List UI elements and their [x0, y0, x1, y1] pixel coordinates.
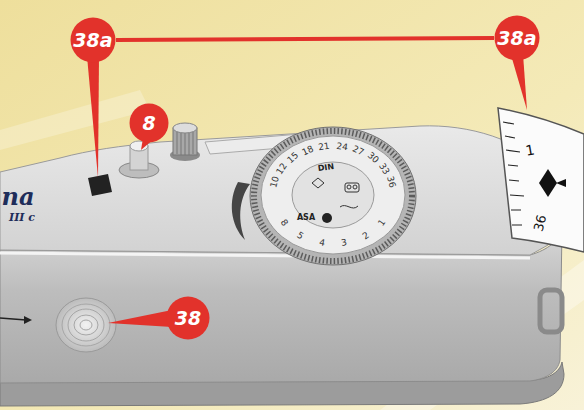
callout-pin [87, 56, 99, 178]
dial-icon [345, 183, 359, 192]
dial-icon [347, 185, 351, 189]
callout-circle: 38a [494, 15, 540, 61]
dial-knurl [254, 131, 412, 261]
callout-number: 38a [497, 27, 536, 49]
dial-center [292, 162, 374, 228]
dial-dot [322, 213, 332, 223]
callout-number: 8 [142, 112, 155, 134]
dial-icon [340, 206, 358, 208]
dial-text: ASA [297, 214, 315, 222]
knob-knurl [177, 130, 193, 155]
scale-index [539, 169, 557, 197]
callout-pin [511, 54, 527, 110]
window [88, 174, 112, 196]
release-ring [74, 315, 98, 335]
model-name: na [2, 185, 35, 209]
scale-number: 36 [532, 213, 549, 232]
dial-number: 21 [318, 141, 331, 152]
callout-number: 38a [73, 29, 112, 51]
dial-number: 4 [318, 238, 325, 248]
callout-number: 38 [175, 307, 201, 329]
callout-circle: 8 [129, 103, 169, 143]
knob-top [173, 123, 197, 133]
dial-icon [312, 178, 324, 188]
callout-pin [108, 310, 172, 327]
scale-strip [498, 108, 584, 252]
release-button [56, 298, 116, 352]
curved-slit [232, 182, 250, 240]
pointer-arrow [0, 318, 26, 320]
light-streak [0, 90, 150, 150]
dial-number: 24 [335, 141, 348, 152]
pointer-arrowhead [24, 316, 32, 324]
release-ring [62, 304, 110, 346]
callout-circle: 38a [70, 17, 116, 63]
scale-index [556, 179, 566, 187]
dial-icon [353, 185, 357, 189]
callout-circle-shape [130, 104, 169, 143]
release-ring [68, 309, 104, 341]
callout-link-line [116, 38, 494, 40]
scale-ticks [503, 122, 524, 225]
model-name: III c [9, 212, 35, 223]
dial-face [261, 136, 405, 254]
callout-circle-shape [71, 18, 116, 63]
callout-circle-shape [167, 297, 210, 340]
callout-circle: 38 [166, 296, 210, 340]
callout-circle-shape [495, 16, 540, 61]
release-ring [80, 320, 92, 330]
dial-ring [250, 127, 416, 265]
strap-lug [540, 290, 562, 332]
